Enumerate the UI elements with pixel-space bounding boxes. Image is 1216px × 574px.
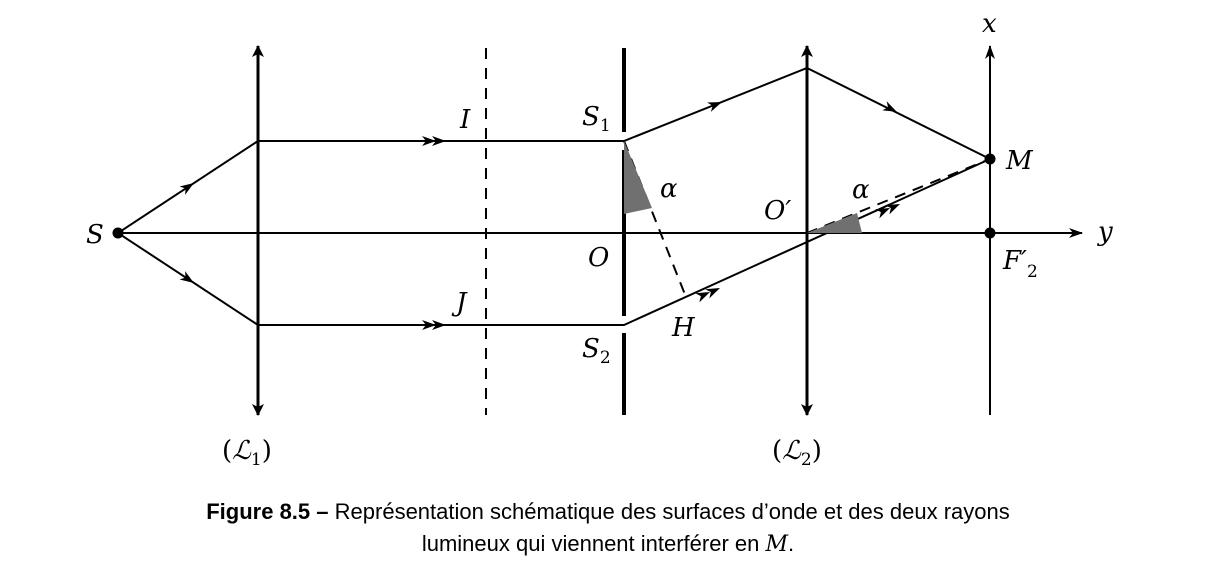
caption-line-2: lumineux qui viennent interférer en M. <box>0 528 1216 561</box>
caption-figure-label: Figure 8.5 <box>206 499 311 524</box>
caption-m: M <box>765 532 789 557</box>
arrow-ray-6 <box>422 320 436 330</box>
interference-diagram: S I J S1 S2 O H α α O′ M F′2 x y (ℒ1) (ℒ… <box>86 9 1113 470</box>
arrow-ray-5 <box>432 320 446 330</box>
label-o: O <box>588 243 609 273</box>
arrow-ray-3 <box>432 136 446 146</box>
arrow-ray-8 <box>705 288 720 299</box>
label-o-prime: O′ <box>764 196 791 226</box>
label-j: J <box>451 288 468 318</box>
caption-period: . <box>788 531 795 556</box>
arrow-ray-7 <box>707 102 722 112</box>
caption-text-1: Représentation schématique des surfaces … <box>334 499 1010 524</box>
label-lens-1: (ℒ1) <box>222 436 272 470</box>
point-s-dot <box>112 227 124 239</box>
label-axis-y: y <box>1097 217 1113 247</box>
arrow-ray-4 <box>422 136 436 146</box>
label-h: H <box>671 313 696 343</box>
label-s1: S1 <box>582 102 611 136</box>
ray-upper <box>117 66 991 234</box>
label-lens-2: (ℒ2) <box>772 436 822 470</box>
label-s: S <box>86 220 104 250</box>
dashed-o2-m <box>806 158 991 234</box>
arrow-ray-1 <box>179 183 194 195</box>
arrow-ray-9 <box>695 292 710 303</box>
angle-alpha-2 <box>807 213 862 233</box>
caption-text-2: lumineux qui viennent interférer en <box>421 531 760 556</box>
arrow-ray-12 <box>882 101 897 112</box>
arrow-ray-2 <box>179 271 194 283</box>
point-f2-dot <box>984 227 996 239</box>
arrow-ray-11 <box>875 208 890 219</box>
label-axis-x: x <box>982 9 997 39</box>
ray-arrowheads <box>179 101 900 330</box>
label-alpha-2: α <box>852 175 870 205</box>
label-s2: S2 <box>582 334 611 368</box>
label-i: I <box>459 105 471 135</box>
label-alpha-1: α <box>660 174 678 204</box>
arrow-ray-10 <box>885 204 900 215</box>
label-f2-prime: F′2 <box>1002 246 1038 282</box>
angle-alpha-1 <box>624 141 652 214</box>
caption-line-1: Figure 8.5 – Représentation schématique … <box>0 496 1216 528</box>
figure-caption: Figure 8.5 – Représentation schématique … <box>0 496 1216 561</box>
point-m-dot <box>984 153 996 165</box>
label-m: M <box>1005 146 1034 176</box>
caption-dash: – <box>316 499 329 524</box>
